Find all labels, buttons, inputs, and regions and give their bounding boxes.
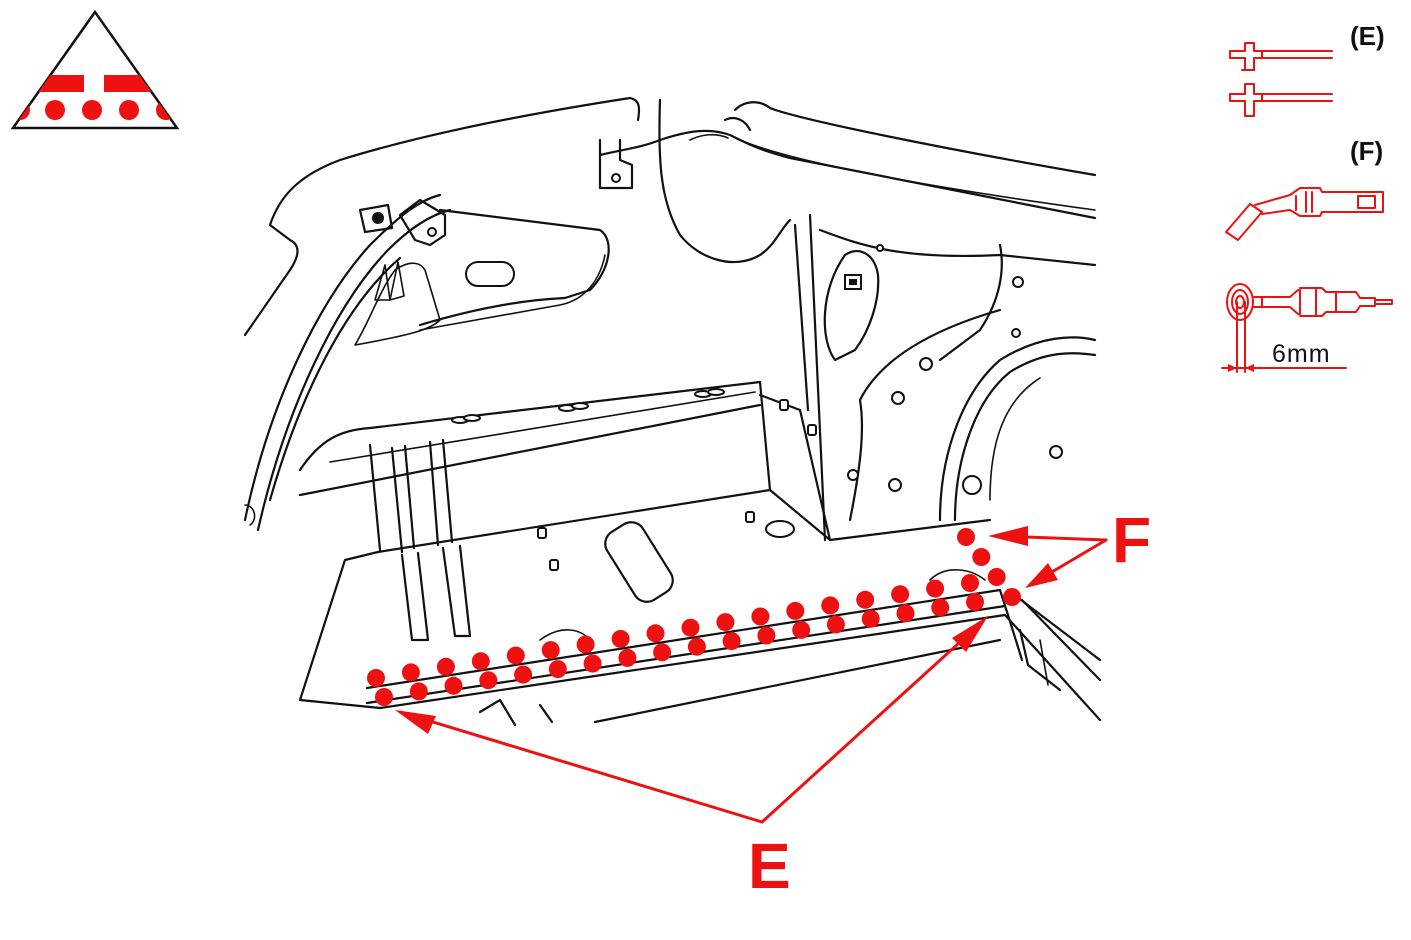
- weld-spot: [716, 613, 735, 632]
- weld-spot: [541, 641, 560, 660]
- weld-spot: [891, 585, 910, 604]
- weld-spot: [548, 660, 567, 679]
- double-spot-weld-electrodes-icon: [1229, 42, 1333, 117]
- weld-spot: [972, 548, 991, 566]
- weld-spot: [821, 596, 840, 615]
- weld-spot: [1003, 588, 1021, 606]
- callout-e-label: E: [748, 830, 791, 902]
- weld-electrode-6mm-icon: [1221, 283, 1393, 373]
- weld-spot: [687, 637, 706, 656]
- weld-spot: [646, 624, 665, 643]
- weld-spot: [681, 618, 700, 637]
- callout-f-arrows: [988, 526, 1108, 588]
- weld-spot: [653, 643, 672, 662]
- weld-spot: [618, 648, 637, 667]
- weld-spot: [367, 669, 385, 687]
- weld-spot: [856, 590, 875, 609]
- weld-spot: [896, 604, 915, 623]
- weld-spot: [444, 676, 463, 695]
- weld-spot: [751, 607, 770, 626]
- weld-spot: [792, 620, 811, 639]
- weld-spot: [957, 528, 975, 546]
- weld-spot: [479, 671, 498, 690]
- weld-spot: [931, 598, 950, 617]
- weld-spot: [757, 626, 776, 645]
- weld-spot: [966, 593, 984, 611]
- legend-f-label: (F): [1350, 136, 1383, 166]
- weld-spot: [436, 657, 455, 676]
- weld-spot: [583, 654, 602, 673]
- trunk-structure-drawing: [243, 96, 1102, 727]
- weld-gun-tip-icon: [1225, 187, 1384, 241]
- weld-spots-e: [367, 574, 984, 706]
- weld-spot: [861, 609, 880, 628]
- weld-spot: [722, 632, 741, 651]
- electrode-dimension-label: 6mm: [1272, 340, 1331, 368]
- weld-spot: [987, 568, 1006, 586]
- weld-spot: [409, 682, 428, 701]
- weld-spot: [471, 652, 490, 671]
- weld-spot: [375, 688, 393, 706]
- callout-f-label: F: [1112, 504, 1151, 576]
- weld-spot: [826, 615, 845, 634]
- weld-spot: [506, 646, 525, 665]
- weld-spot: [786, 601, 805, 620]
- weld-spot: [926, 579, 945, 598]
- weld-spot: [611, 629, 630, 648]
- weld-spots-f: [957, 528, 1021, 606]
- weld-spot: [401, 663, 420, 682]
- spot-weld-triangle-icon: [10, 9, 180, 130]
- weld-spot: [961, 574, 979, 592]
- weld-spot: [514, 665, 533, 684]
- callout-e-arrows: [395, 616, 988, 824]
- weld-spot: [576, 635, 595, 654]
- legend-e-label: (E): [1350, 21, 1385, 51]
